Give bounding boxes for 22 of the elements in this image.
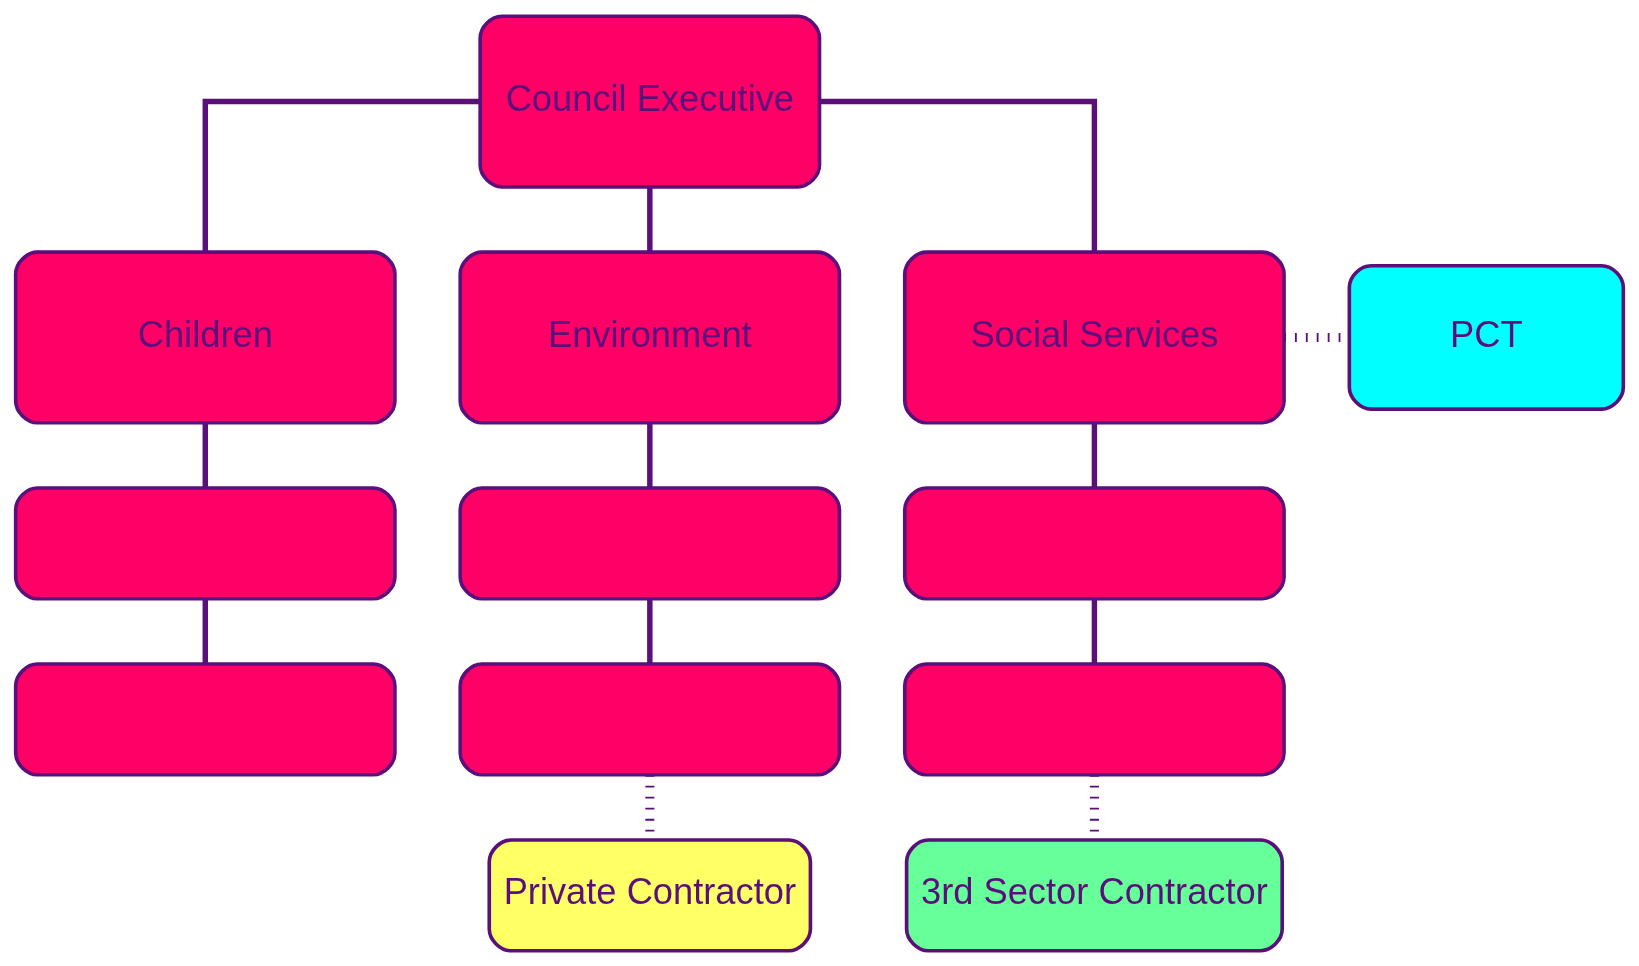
connector — [819, 98, 1098, 252]
node-box: 3rd Sector Contractor — [904, 837, 1285, 953]
connector — [202, 598, 208, 663]
connector — [647, 598, 653, 663]
node-box: Private Contractor — [487, 837, 813, 953]
node-box — [902, 661, 1286, 777]
connector — [647, 422, 653, 488]
node-box: PCT — [1347, 263, 1626, 411]
node-box: Council Executive — [478, 13, 822, 189]
node-box: Social Services — [902, 249, 1286, 425]
connector — [202, 98, 480, 252]
connector — [647, 186, 653, 252]
node-box — [13, 485, 397, 601]
node-box — [13, 661, 397, 777]
node-box — [458, 661, 842, 777]
connector — [1091, 598, 1098, 663]
node-box — [902, 485, 1286, 601]
node-box: Children — [13, 249, 397, 425]
connector — [202, 422, 208, 488]
connector — [1091, 422, 1098, 488]
node-box: Environment — [458, 249, 842, 425]
node-box — [458, 485, 842, 601]
